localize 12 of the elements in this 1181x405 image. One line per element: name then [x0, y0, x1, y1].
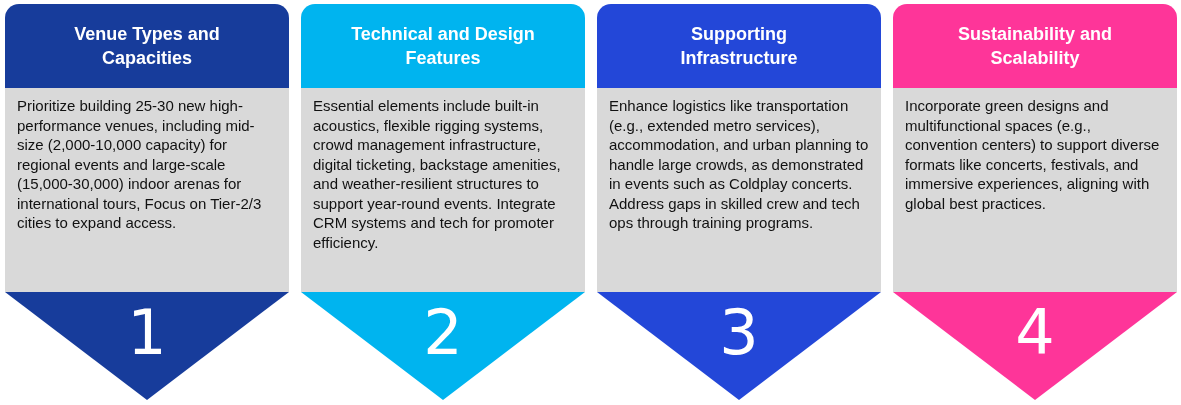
text-panel: Incorporate green designs and multifunctional spaces (e.g., convention centers) to support diverse formats like concerts, festivals, and immersive experiences, aligning with global best practices. — [893, 88, 1177, 292]
step-number: 2 — [422, 296, 464, 369]
text-panel: Prioritize building 25-30 new high-performance venues, including mid-size (2,000-10,000 capacity) for regional events and large-scale (15,000-30,000) indoor arenas for international tours, Focus on Tier-2/3 cities to expand access. — [5, 88, 289, 292]
text-panel: Enhance logistics like transportation (e.g., extended metro services), accommodation, and urban planning to handle large crowds, as demonstrated in events such as Coldplay concerts. Address gaps in skilled crew and tech ops through training programs. — [597, 88, 881, 292]
step-number: 4 — [1014, 296, 1056, 369]
column-header: Technical and Design Features — [301, 4, 585, 88]
step-number: 1 — [126, 296, 168, 369]
column-header: Supporting Infrastructure — [597, 4, 881, 88]
column-header: Venue Types and Capacities — [5, 4, 289, 88]
text-panel: Essential elements include built-in acoustics, flexible rigging systems, crowd management infrastructure, digital ticketing, backstage amenities, and weather-resilient structures to support year-round events. Integrate CRM systems and tech for promoter efficiency. — [301, 88, 585, 292]
step-number: 3 — [718, 296, 760, 369]
column-header: Sustainability and Scalability — [893, 4, 1177, 88]
